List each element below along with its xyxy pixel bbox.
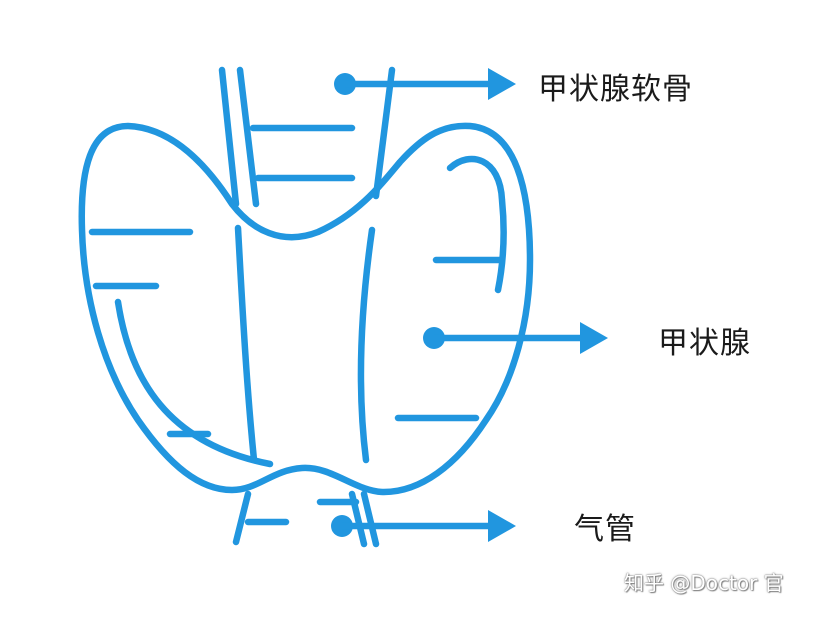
arrow-thyroid-gland: [423, 322, 608, 354]
arrow-trachea: [331, 510, 516, 542]
arrow-thyroid-cartilage: [334, 68, 516, 100]
right-lobe-inner-curve: [446, 155, 507, 294]
lower-trachea-right-2: [360, 490, 380, 548]
label-thyroid-cartilage: 甲状腺软骨: [538, 72, 693, 107]
lower-trachea-left: [232, 490, 252, 546]
watermark: 知乎 @Doctor 官: [624, 571, 784, 595]
cartilage-line-left-outer: [218, 66, 240, 208]
label-thyroid-gland: 甲状腺: [658, 326, 751, 361]
thyroid-gland-outline: [78, 122, 534, 496]
left-lobe-inner-curve: [114, 298, 274, 468]
label-trachea: 气管: [574, 512, 636, 547]
trachea-line-right: [357, 226, 376, 464]
trachea-line-left: [234, 224, 258, 464]
cartilage-line-right: [372, 66, 396, 200]
cartilage-line-left-inner: [236, 66, 260, 208]
